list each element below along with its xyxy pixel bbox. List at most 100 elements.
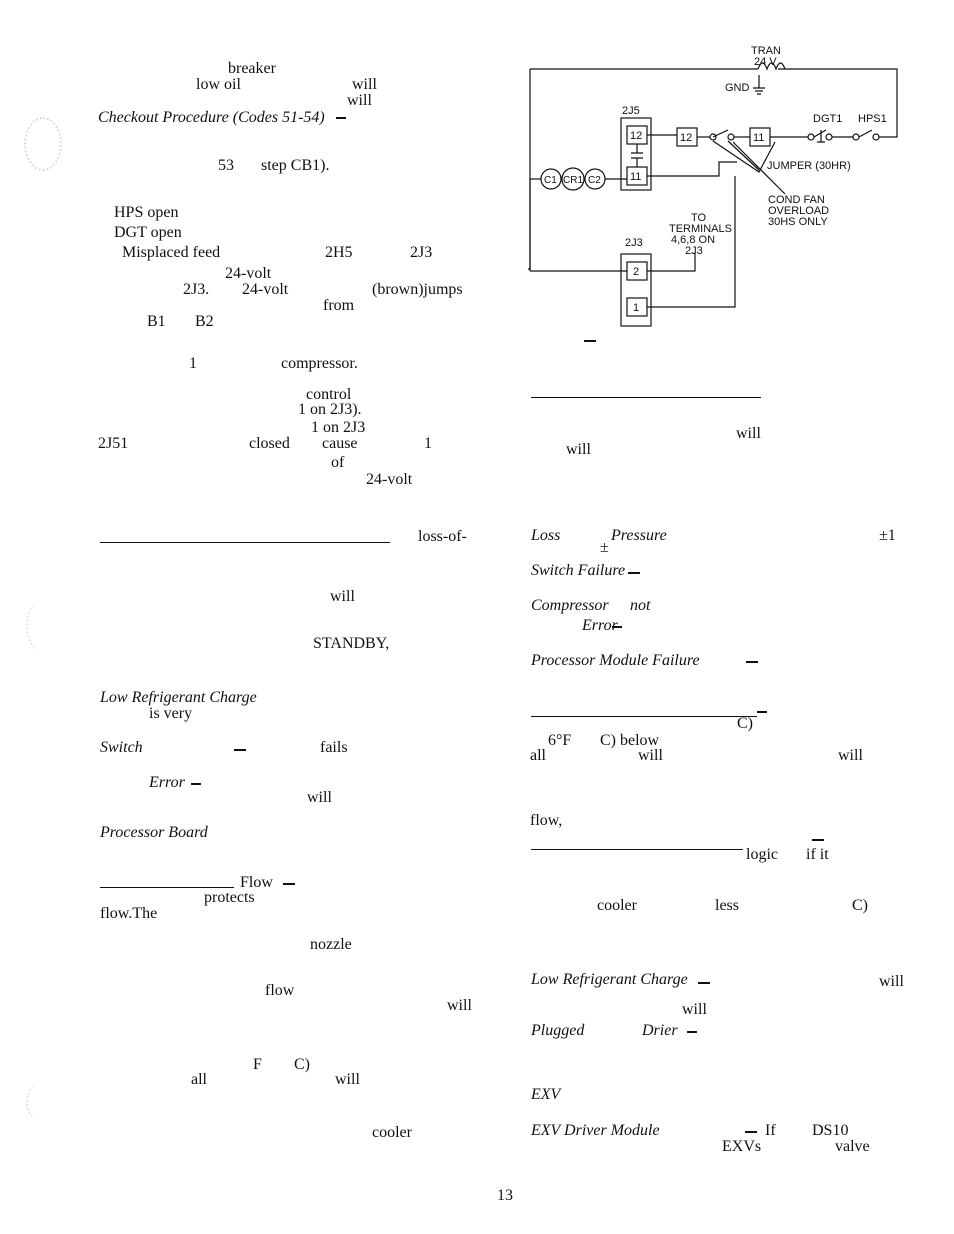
pin-2-label: 2 [633,266,639,278]
connector-2j5-label: 2J5 [622,105,640,117]
text-fragment: F [253,1056,262,1073]
pin-11-label: 11 [630,171,641,183]
text-fragment: B2 [195,313,214,330]
text-fragment: DS10 [812,1122,849,1139]
text-fragment: compressor. [281,355,358,372]
section-rule [531,716,757,717]
dash-mark [757,711,767,713]
text-fragment: of [331,454,345,471]
text-fragment: 24-volt [366,471,413,488]
text-fragment: Plugged [531,1022,585,1039]
text-fragment: Error [149,774,185,791]
pin-12-label: 12 [630,130,642,142]
dash-mark [746,661,758,663]
text-fragment: breaker [228,60,276,77]
text-fragment: Error [582,617,618,634]
text-fragment: cooler [372,1124,412,1141]
text-fragment: flow, [530,812,563,829]
text-fragment: HPS open [114,204,179,221]
jumper-label: JUMPER (30HR) [767,160,851,172]
text-fragment: 2H5 [325,244,353,261]
text-fragment: 2J3 [410,244,433,261]
text-fragment: C) below [600,732,660,749]
text-fragment: will [335,1071,360,1088]
text-fragment: ± [600,539,609,556]
text-fragment: 1 on 2J3). [298,401,362,418]
term-11-label: 11 [753,132,764,144]
text-fragment: will [447,997,472,1014]
text-fragment: STANDBY, [313,635,390,652]
text-fragment: (brown)jumps [372,281,463,298]
dash-mark [191,783,201,785]
text-fragment: EXVs [722,1138,762,1155]
text-fragment: Switch [100,739,143,756]
text-fragment: flow [265,982,295,999]
text-fragment: will [330,588,355,605]
text-fragment: is very [149,705,193,722]
text-fragment: Low Refrigerant Charge [531,971,688,988]
text-fragment: C) [294,1056,310,1073]
c1-label: C1 [544,175,557,186]
text-fragment: loss-of- [418,528,467,545]
punch-hole-mark [24,117,62,171]
dash-mark [234,749,246,751]
text-fragment: low oil [196,76,241,93]
text-fragment: DGT open [114,224,182,241]
text-fragment: will [347,92,372,109]
text-fragment: Low Refrigerant Charge [100,689,257,706]
text-fragment: control [306,386,352,403]
text-fragment: valve [835,1138,870,1155]
text-fragment: 2J51 [98,435,129,452]
text-fragment: all [191,1071,207,1088]
text-fragment: C) [737,715,753,732]
dash-mark [812,839,824,841]
text-fragment: flow.The [100,905,158,922]
text-fragment: will [638,747,663,764]
dash-mark [687,1031,697,1033]
text-fragment: Flow [240,874,273,891]
dash-mark [698,982,710,984]
text-fragment: Drier [642,1022,678,1039]
terminals-label: 4,6,8 ON [671,234,715,246]
text-fragment: Processor Module Failure [531,652,700,669]
text-fragment: EXV [531,1086,561,1103]
text-fragment: will [307,789,332,806]
dash-mark [336,117,346,119]
text-fragment: 1 [424,435,432,452]
term-12-label: 12 [680,132,692,144]
wiring-diagram: TRAN 24 V GND DGT1 HPS1 12 11 JUMPER (30… [528,45,898,327]
text-fragment: step CB1). [261,157,330,174]
section-rule [531,397,761,398]
section-rule [100,542,390,543]
text-fragment: all [530,747,546,764]
text-fragment: Switch Failure [531,562,626,579]
text-fragment: not [630,597,651,614]
text-fragment: 1 [189,355,197,372]
text-fragment: will [566,441,591,458]
punch-hole-mark [26,600,58,652]
text-fragment: if it [806,846,829,863]
dash-mark [283,883,295,885]
text-fragment: 24-volt [242,281,289,298]
text-fragment: cooler [597,897,637,914]
terminals-label: 2J3 [685,245,703,257]
c2-label: C2 [588,175,601,186]
text-fragment: 2J3. [183,281,210,298]
cond-fan-label: 30HS ONLY [768,216,828,228]
text-fragment: ±1 [879,527,896,544]
text-fragment: 24-volt [225,265,272,282]
dash-mark [584,340,596,342]
cr1-label: CR1 [563,175,583,186]
pin-1-label: 1 [633,302,639,314]
dash-mark [745,1131,757,1133]
punch-hole-mark [26,1082,58,1122]
volts-label: 24 V [754,56,777,68]
dash-mark [628,572,640,574]
text-fragment: fails [320,739,348,756]
text-fragment: protects [204,889,255,906]
dash-mark [612,626,622,628]
hps-label: HPS1 [858,113,887,125]
text-fragment: will [879,973,904,990]
text-fragment: C) [852,897,868,914]
text-fragment: logic [746,846,778,863]
